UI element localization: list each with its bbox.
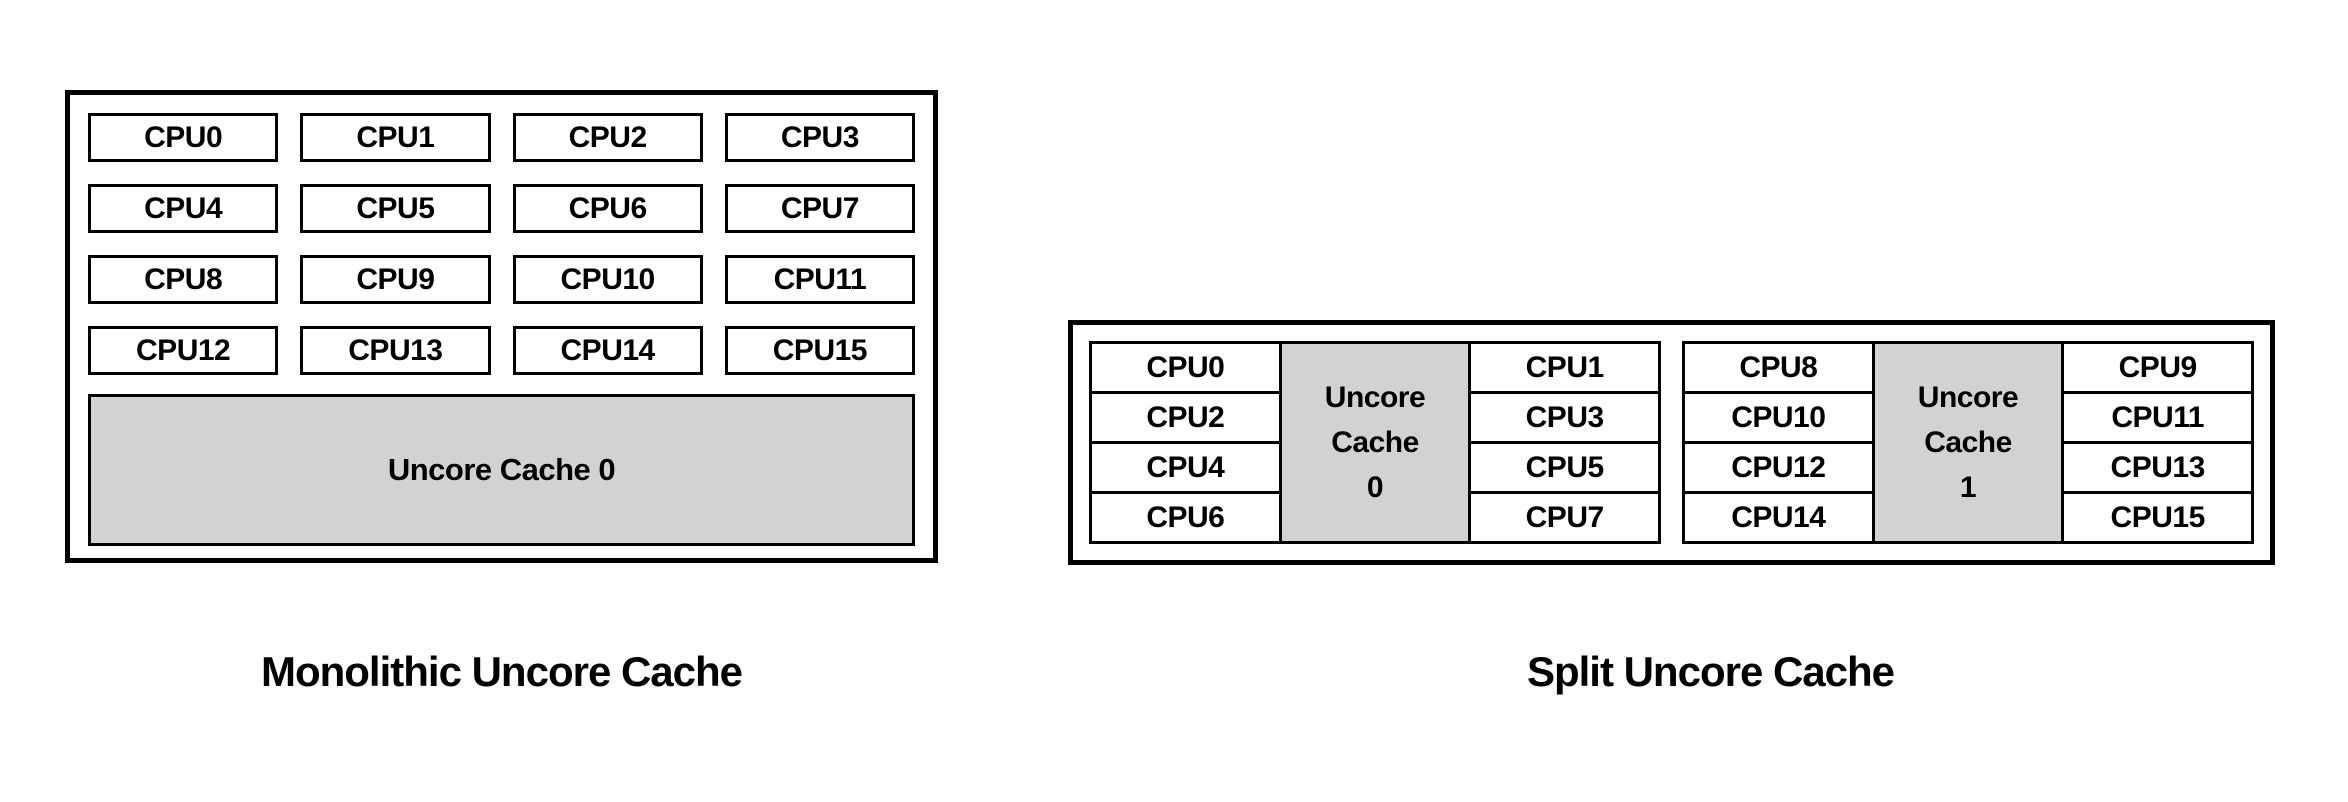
cpu-box-8: CPU8	[88, 255, 279, 304]
split-cluster-1: CPU8 CPU10 CPU12 CPU14 Uncore Cache 1 CP…	[1682, 341, 2254, 544]
uncore-cache-1-label: Uncore Cache 1	[1917, 381, 2019, 504]
cpu-box-14: CPU14	[512, 326, 703, 375]
cpu-cell: CPU8	[1685, 344, 1872, 391]
cpu-box-2: CPU2	[512, 113, 703, 162]
uncore-cache-0-box: Uncore Cache 0	[88, 394, 915, 546]
cpu-box-3: CPU3	[724, 113, 915, 162]
cpu-cell: CPU14	[1685, 494, 1872, 541]
cpu-box-7: CPU7	[724, 184, 915, 233]
cpu-cell: CPU11	[2064, 394, 2251, 441]
cpu-cell: CPU1	[1471, 344, 1658, 391]
cpu-box-4: CPU4	[88, 184, 279, 233]
cpu-cell: CPU3	[1471, 394, 1658, 441]
cpu-box-9: CPU9	[300, 255, 491, 304]
cpu-box-5: CPU5	[300, 184, 491, 233]
cpu-box-12: CPU12	[88, 326, 279, 375]
cpu-cell: CPU4	[1092, 444, 1279, 491]
cpu-cell: CPU2	[1092, 394, 1279, 441]
monolithic-caption: Monolithic Uncore Cache	[260, 648, 743, 695]
cpu-cell: CPU5	[1471, 444, 1658, 491]
monolithic-uncore-diagram: CPU0 CPU1 CPU2 CPU3 CPU4 CPU5 CPU6 CPU7 …	[65, 90, 938, 563]
cpu-box-6: CPU6	[512, 184, 703, 233]
cpu-box-0: CPU0	[88, 113, 279, 162]
uncore-cache-0-cell: Uncore Cache 0	[1281, 344, 1469, 541]
split-uncore-diagram: CPU0 CPU2 CPU4 CPU6 Uncore Cache 0 CPU1 …	[1068, 320, 2275, 565]
cpu-box-13: CPU13	[300, 326, 491, 375]
cpu-box-1: CPU1	[300, 113, 491, 162]
cpu-cell: CPU10	[1685, 394, 1872, 441]
cpu-box-10: CPU10	[512, 255, 703, 304]
cpu-box-15: CPU15	[724, 326, 915, 375]
cpu-cell: CPU6	[1092, 494, 1279, 541]
uncore-cache-0-label: Uncore Cache 0	[1324, 381, 1426, 504]
cpu-box-11: CPU11	[724, 255, 915, 304]
split-cluster-0: CPU0 CPU2 CPU4 CPU6 Uncore Cache 0 CPU1 …	[1089, 341, 1661, 544]
uncore-cache-1-cell: Uncore Cache 1	[1874, 344, 2062, 541]
cpu-cell: CPU12	[1685, 444, 1872, 491]
cpu-cell: CPU0	[1092, 344, 1279, 391]
cpu-cell: CPU7	[1471, 494, 1658, 541]
cpu-grid: CPU0 CPU1 CPU2 CPU3 CPU4 CPU5 CPU6 CPU7 …	[88, 113, 915, 375]
split-caption: Split Uncore Cache	[1526, 648, 1895, 695]
cpu-cell: CPU13	[2064, 444, 2251, 491]
cpu-cell: CPU15	[2064, 494, 2251, 541]
cpu-cell: CPU9	[2064, 344, 2251, 391]
